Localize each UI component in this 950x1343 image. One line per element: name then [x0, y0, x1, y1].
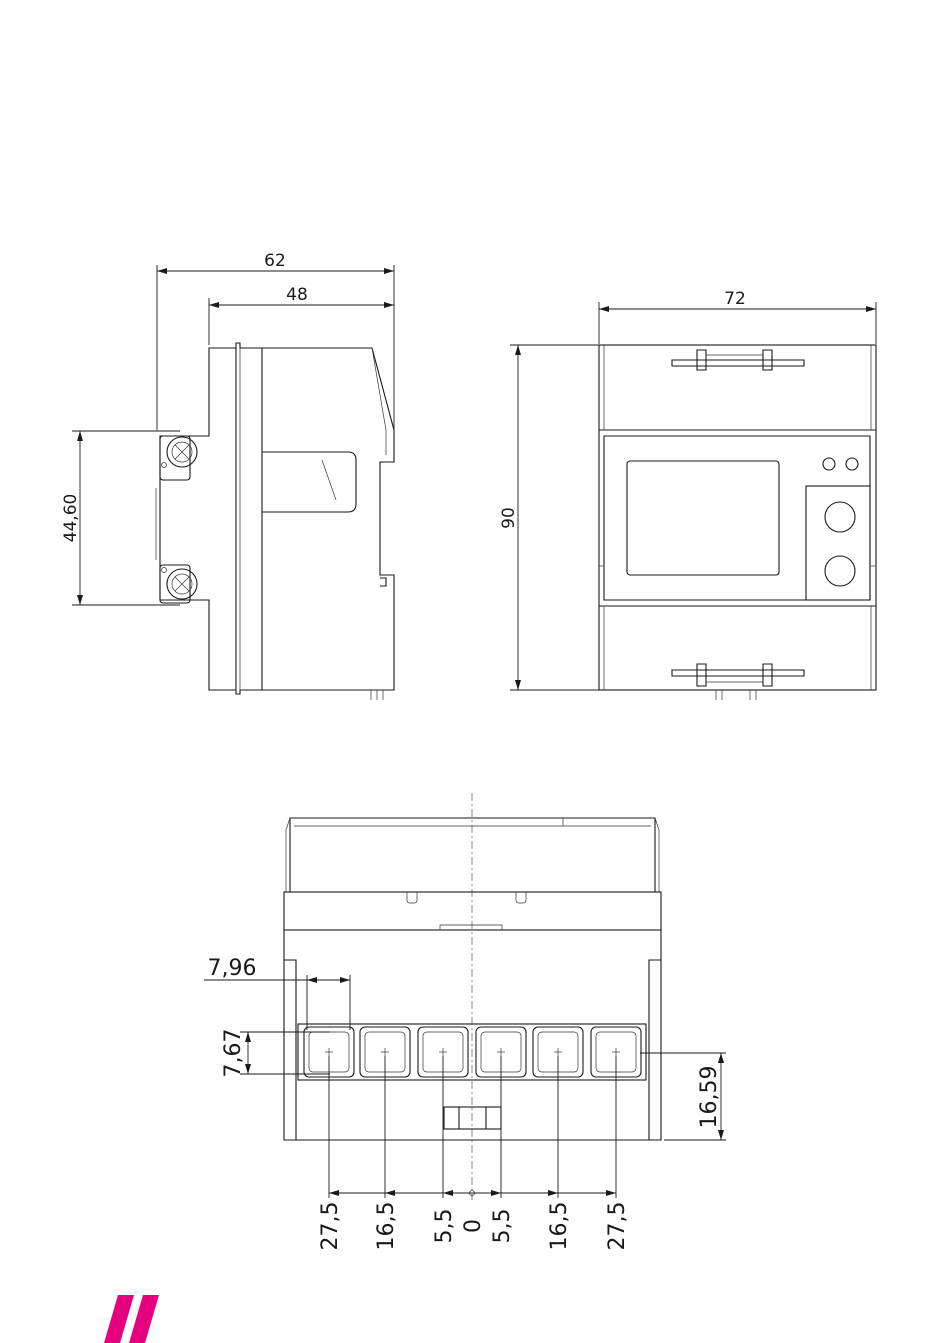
offset-arrow [491, 1190, 501, 1196]
brand-mark-icon [104, 1295, 159, 1343]
terminal-5 [533, 1027, 583, 1198]
dim-90: 90 [499, 507, 519, 529]
offset-label: 27,5 [605, 1202, 630, 1251]
offset-arrow [385, 1190, 395, 1196]
offset-arrow [329, 1190, 339, 1196]
terminal-1 [304, 1027, 354, 1198]
side-view: 62 48 44,60 [61, 251, 394, 700]
dim-62: 62 [264, 251, 286, 271]
dim-72: 72 [724, 289, 746, 309]
offset-label: 0 [461, 1219, 486, 1233]
offset-arrow [443, 1190, 453, 1196]
dim-7-67: 7,67 [221, 1029, 246, 1078]
dim-44-60: 44,60 [61, 494, 81, 543]
dim-7-96: 7,96 [208, 956, 257, 981]
terminal-3 [418, 1027, 468, 1198]
bottom-view: 7,96 7,67 16,59 27,5 16,5 5,5 0 5,5 16,5 27,5 [204, 793, 726, 1250]
dim-48: 48 [286, 285, 308, 305]
offset-label: 5,5 [490, 1209, 515, 1244]
offset-label: 16,5 [374, 1202, 399, 1251]
offset-label: 16,5 [547, 1202, 572, 1251]
offset-arrow [606, 1190, 616, 1196]
offset-dimensions: 27,5 16,5 5,5 0 5,5 16,5 27,5 [318, 1190, 630, 1250]
dim-16-59: 16,59 [697, 1066, 722, 1129]
offset-arrow [548, 1190, 558, 1196]
terminal-2 [360, 1027, 410, 1198]
terminal-row [304, 1027, 641, 1198]
offset-label: 5,5 [432, 1209, 457, 1244]
terminal-6 [591, 1027, 641, 1198]
terminal-4 [476, 1027, 526, 1198]
front-view: 72 90 [499, 289, 876, 700]
offset-label: 27,5 [318, 1202, 343, 1251]
